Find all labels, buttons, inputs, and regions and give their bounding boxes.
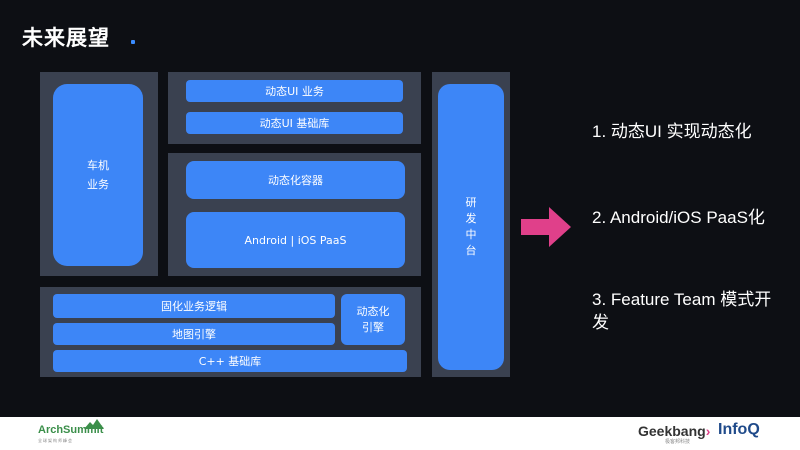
geekbang-mark: › <box>705 423 711 439</box>
slide-title: 未来展望 <box>22 26 110 50</box>
infoq-logo: InfoQ <box>718 421 760 438</box>
archsummit-mountain-icon <box>84 419 104 429</box>
rd-platform-char-1: 研 <box>465 196 477 209</box>
point-item-1: 1. 动态UI 实现动态化 <box>592 122 752 141</box>
block-dynamic-container: 动态化容器 <box>186 161 405 199</box>
geekbang-subtitle: 极客邦科技 <box>665 439 691 445</box>
block-dynamic-engine: 动态化 引擎 <box>341 294 405 345</box>
dynamic-engine-line-2: 引擎 <box>362 320 384 334</box>
block-dynamic-ui-base: 动态UI 基础库 <box>186 112 403 134</box>
archsummit-logo: ArchSummit <box>38 424 104 436</box>
rd-platform-char-4: 台 <box>465 244 477 257</box>
block-fixed-logic: 固化业务逻辑 <box>53 294 335 318</box>
geekbang-logo: Geekbang› <box>638 423 710 439</box>
rd-platform-char-3: 中 <box>465 228 477 241</box>
archsummit-subtitle: 全球架构师峰会 <box>38 438 73 443</box>
point-item-2: 2. Android/iOS PaaS化 <box>592 208 765 227</box>
block-paas: Android | iOS PaaS <box>186 212 405 268</box>
point-item-3: 3. Feature Team 模式开发 <box>592 290 772 332</box>
geekbang-text: Geekbang <box>638 423 706 439</box>
car-business-line-2: 业务 <box>87 178 109 191</box>
block-map-engine: 地图引擎 <box>53 323 335 345</box>
block-dynamic-ui-business: 动态UI 业务 <box>186 80 403 102</box>
block-rd-platform: 研 发 中 台 <box>438 84 504 370</box>
car-business-line-1: 车机 <box>87 159 109 172</box>
block-car-business: 车机 业务 <box>53 84 143 266</box>
title-accent-dot <box>131 40 135 44</box>
footer-bar <box>0 417 800 450</box>
block-cpp-base: C++ 基础库 <box>53 350 407 372</box>
right-arrow-icon <box>521 207 571 247</box>
dynamic-engine-line-1: 动态化 <box>356 304 390 318</box>
rd-platform-char-2: 发 <box>465 212 477 225</box>
